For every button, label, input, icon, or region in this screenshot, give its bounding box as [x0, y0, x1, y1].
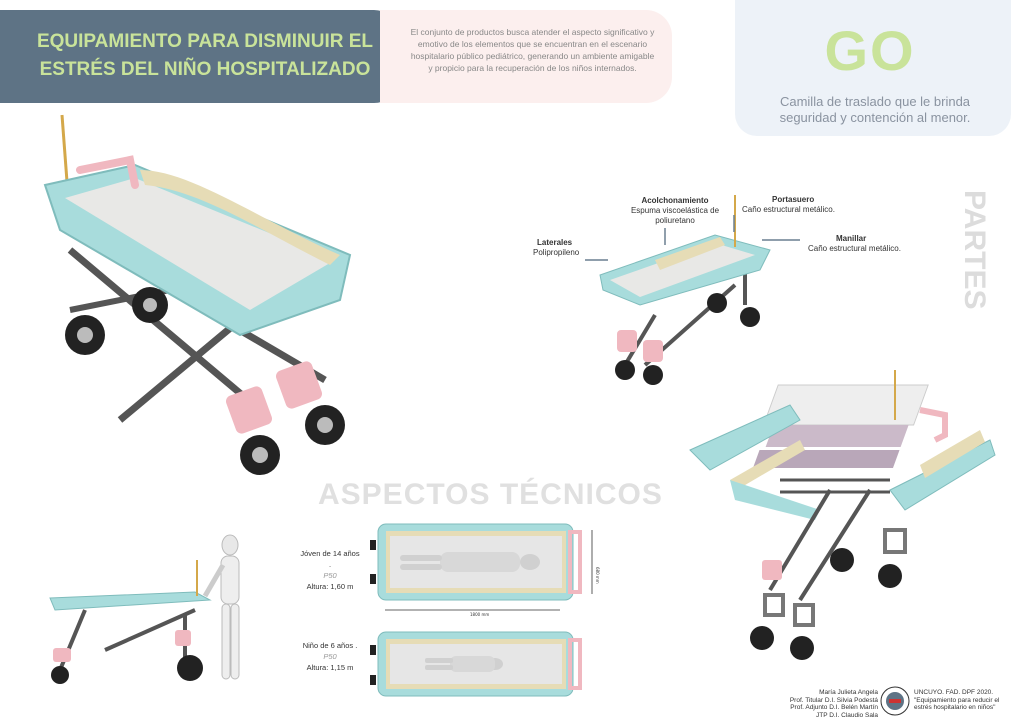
- description-text: El conjunto de productos busca atender e…: [410, 27, 655, 73]
- part-name: Laterales: [537, 238, 573, 247]
- credit-line: "Equipamiento para reducir el: [914, 696, 1000, 704]
- description-panel: El conjunto de productos busca atender e…: [380, 10, 672, 103]
- university-seal: [880, 686, 910, 716]
- row-label: Niño de 6 años .: [302, 641, 358, 650]
- product-name: GO: [824, 19, 916, 82]
- title-banner: EQUIPAMIENTO PARA DISMINUIR EL ESTRÉS DE…: [0, 10, 400, 103]
- part-name: Manillar: [836, 234, 867, 243]
- row-height: Altura: 1,15 m: [306, 663, 354, 672]
- credits-institution: UNCUYO. FAD. DPF 2020. "Equipamiento par…: [914, 689, 1019, 712]
- part-name: Portasuero: [772, 195, 815, 204]
- title-line-2: ESTRÉS DEL NIÑO HOSPITALIZADO: [39, 59, 371, 80]
- credits-authors: María Julieta Angela Prof. Titular D.I. …: [770, 689, 878, 719]
- credit-line: Prof. Titular D.I. Silvia Podestá: [789, 696, 878, 704]
- part-material: Caño estructural metálico.: [742, 205, 835, 214]
- dim-width: 680 mm: [595, 567, 600, 584]
- parts-section-title: PARTES: [958, 190, 991, 310]
- stretcher-exploded-illustration: [689, 370, 996, 660]
- part-name: Acolchonamiento: [641, 196, 709, 205]
- row-label-child: Niño de 6 años . P50 Altura: 1,15 m: [300, 640, 360, 673]
- credit-line: JTP D.I. Claudio Sala: [815, 711, 878, 719]
- stretcher-main-illustration: [43, 114, 352, 475]
- technical-section-title: ASPECTOS TÉCNICOS: [318, 478, 663, 511]
- row-label: Jóven de 14 años .: [300, 549, 360, 569]
- product-panel: GO Camilla de traslado que le brinda seg…: [735, 0, 1011, 136]
- part-label-laterales: Laterales Polipropileno: [527, 238, 607, 258]
- row-height: Altura: 1,60 m: [306, 582, 354, 591]
- dim-length: 1800 mm: [470, 612, 489, 617]
- part-material: Espuma viscoelástica de poliuretano: [630, 206, 720, 225]
- page-title: EQUIPAMIENTO PARA DISMINUIR EL ESTRÉS DE…: [30, 28, 380, 84]
- part-material: Polipropileno: [533, 248, 580, 257]
- product-tagline: Camilla de traslado que le brinda seguri…: [779, 94, 971, 125]
- part-material: Caño estructural metálico.: [808, 244, 901, 253]
- row-percentile: P50: [323, 652, 337, 661]
- credit-line: UNCUYO. FAD. DPF 2020.: [914, 689, 994, 696]
- row-label-teen: Jóven de 14 años . P50 Altura: 1,60 m: [300, 548, 360, 592]
- stretcher-parts-illustration: [599, 195, 771, 385]
- top-view-child: [370, 631, 582, 697]
- part-label-acolchonamiento: Acolchonamiento Espuma viscoelástica de …: [620, 196, 730, 226]
- credit-line: María Julieta Angela: [819, 689, 878, 696]
- part-label-portasuero: Portasuero Caño estructural metálico.: [742, 195, 852, 215]
- top-view-teen: 1800 mm 680 mm: [370, 523, 600, 617]
- credit-line: estrés hospitalario en niños": [914, 704, 996, 711]
- credit-line: Prof. Adjunto D.I. Belén Martín: [790, 704, 878, 711]
- part-label-manillar: Manillar Caño estructural metálico.: [808, 234, 918, 254]
- title-line-1: EQUIPAMIENTO PARA DISMINUIR EL: [36, 31, 374, 52]
- row-percentile: P50: [323, 571, 337, 580]
- stretcher-side-view: [49, 534, 240, 684]
